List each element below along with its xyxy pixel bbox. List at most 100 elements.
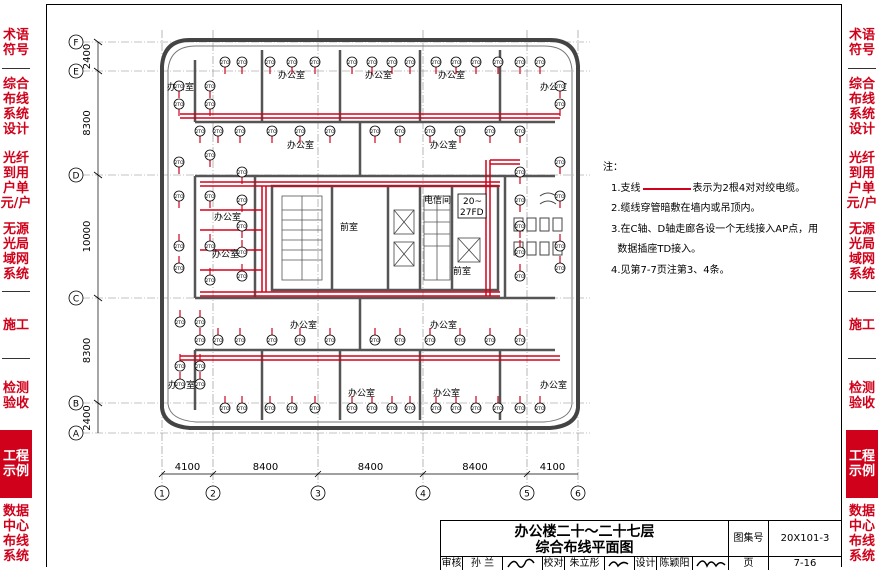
svg-text:2TO: 2TO xyxy=(175,364,185,370)
outlet-2to-symbol: 2TO xyxy=(514,396,526,414)
svg-text:2TO: 2TO xyxy=(205,278,215,284)
outlet-2to-symbol: 2TO xyxy=(554,234,566,252)
outlet-2to-symbol: 2TO xyxy=(194,372,206,390)
col-dimension: 4100 xyxy=(175,462,200,473)
outlet-symbols: 2TO 2TO 2TO 2TO 2TO 2TO 2TO 2TO 2TO 2TO 2TO 2TO 2TO 2… xyxy=(173,56,566,414)
outlet-2to-symbol: 2TO xyxy=(194,125,206,143)
svg-text:2TO: 2TO xyxy=(405,60,415,66)
outlet-2to-symbol: 2TO xyxy=(236,264,248,282)
telecom-id-box xyxy=(457,193,487,219)
axis-col-1: 1 xyxy=(154,485,170,501)
office-label: 办公室 xyxy=(540,379,567,391)
sidebar-item-examples[interactable]: 工程 示例 xyxy=(0,430,32,498)
outlet-2to-symbol: 2TO xyxy=(212,125,224,143)
title-block: 办公楼二十～二十七层 综合布线平面图 图集号 20X101-3 页 7-16 审… xyxy=(440,520,841,570)
svg-text:5: 5 xyxy=(524,490,530,500)
sidebar-item-terms[interactable]: 术语 符号 xyxy=(2,28,29,58)
svg-text:2TO: 2TO xyxy=(471,406,481,412)
axis-row-F: F xyxy=(68,34,84,50)
outlet-2to-symbol: 2TO xyxy=(264,396,276,414)
svg-text:2TO: 2TO xyxy=(515,198,525,204)
outlet-2to-symbol: 2TO xyxy=(554,156,566,174)
outlet-2to-symbol: 2TO xyxy=(173,80,185,98)
svg-text:2TO: 2TO xyxy=(237,60,247,66)
sidebar-item-terms[interactable]: 术语 符号 xyxy=(848,28,875,58)
outlet-2to-symbol: 2TO xyxy=(394,125,406,143)
svg-text:2TO: 2TO xyxy=(425,129,435,135)
sidebar-item-fiber-to-user[interactable]: 光纤 到用 户单 元/户 xyxy=(0,151,32,211)
svg-text:2TO: 2TO xyxy=(555,194,565,200)
axis-row-E: E xyxy=(68,63,84,79)
svg-text:A: A xyxy=(73,430,80,440)
sidebar-item-fiber-to-user[interactable]: 光纤 到用 户单 元/户 xyxy=(846,151,878,211)
svg-text:2TO: 2TO xyxy=(295,129,305,135)
outlet-2to-symbol: 2TO xyxy=(470,396,482,414)
row-dimension: 2400 xyxy=(82,44,93,69)
outlet-2to-symbol: 2TO xyxy=(484,125,496,143)
svg-text:2TO: 2TO xyxy=(195,320,205,326)
outlet-2to-symbol: 2TO xyxy=(286,56,298,74)
office-label: 办公室 xyxy=(438,69,465,81)
outlet-2to-symbol: 2TO xyxy=(450,56,462,74)
sidebar-item-datacenter[interactable]: 数据 中心 布线 系统 xyxy=(2,504,29,564)
sidebar-item-datacenter[interactable]: 数据 中心 布线 系统 xyxy=(848,504,875,564)
sidebar-item-construction[interactable]: 施工 xyxy=(2,317,29,333)
svg-text:3: 3 xyxy=(315,490,321,500)
drawing-title: 办公楼二十～二十七层 综合布线平面图 xyxy=(441,521,729,557)
axis-row-B: B xyxy=(68,395,84,411)
svg-text:2TO: 2TO xyxy=(515,338,525,344)
axis-col-4: 4 xyxy=(415,485,431,501)
sidebar-item-examples[interactable]: 工程 示例 xyxy=(846,430,878,498)
svg-text:2TO: 2TO xyxy=(535,406,545,412)
atlas-label: 图集号 xyxy=(729,521,769,557)
outlet-2to-symbol: 2TO xyxy=(309,396,321,414)
outlet-2to-symbol: 2TO xyxy=(236,220,248,238)
svg-text:2TO: 2TO xyxy=(555,102,565,108)
designer-name: 陈颖阳 xyxy=(657,557,693,570)
svg-text:2TO: 2TO xyxy=(387,406,397,412)
stair-right xyxy=(423,195,451,281)
outlet-2to-symbol: 2TO xyxy=(204,190,216,208)
reviewer-signature xyxy=(503,557,543,570)
svg-text:D: D xyxy=(73,172,80,182)
sidebar-item-cabling-design[interactable]: 综合 布线 系统 设计 xyxy=(2,77,29,137)
page-label: 页 xyxy=(729,557,769,570)
sidebar-item-pol[interactable]: 无源 光局 域网 系统 xyxy=(848,222,875,282)
svg-text:2TO: 2TO xyxy=(235,338,245,344)
note-item-1: 1.支线 表示为2根4对对绞电缆。 xyxy=(603,179,818,200)
outlet-2to-symbol: 2TO xyxy=(236,166,248,184)
svg-text:2TO: 2TO xyxy=(237,224,247,230)
outlet-2to-symbol: 2TO xyxy=(264,56,276,74)
outlet-2to-symbol: 2TO xyxy=(450,396,462,414)
review-label: 审核 xyxy=(441,557,463,570)
drawing-notes: 注： 1.支线 表示为2根4对对绞电缆。 2.缆线穿管暗敷在墙内或吊顶内。 3.… xyxy=(603,158,818,281)
svg-text:2TO: 2TO xyxy=(325,129,335,135)
outlet-2to-symbol: 2TO xyxy=(236,56,248,74)
outlet-2to-symbol: 2TO xyxy=(454,328,466,346)
office-label: 办公室 xyxy=(430,139,457,151)
outlet-2to-symbol: 2TO xyxy=(514,166,526,184)
svg-text:2TO: 2TO xyxy=(174,244,184,250)
outlet-2to-symbol: 2TO xyxy=(346,396,358,414)
outlet-2to-symbol: 2TO xyxy=(346,56,358,74)
sidebar-divider xyxy=(848,291,876,292)
telecom-room-label: 电信间 xyxy=(424,194,451,206)
svg-text:2TO: 2TO xyxy=(267,338,277,344)
sidebar-divider xyxy=(2,358,30,359)
sidebar-item-construction[interactable]: 施工 xyxy=(848,317,875,333)
cable-legend-line xyxy=(642,188,691,190)
outlet-2to-symbol: 2TO xyxy=(286,396,298,414)
svg-text:2TO: 2TO xyxy=(195,364,205,370)
svg-text:2TO: 2TO xyxy=(451,406,461,412)
outlet-2to-symbol: 2TO xyxy=(554,80,566,98)
svg-text:2TO: 2TO xyxy=(205,84,215,90)
lobby-label: 前室 xyxy=(340,221,358,233)
sidebar-item-pol[interactable]: 无源 光局 域网 系统 xyxy=(2,222,29,282)
outlet-2to-symbol: 2TO xyxy=(212,328,224,346)
sidebar-item-cabling-design[interactable]: 综合 布线 系统 设计 xyxy=(848,77,875,137)
sidebar-item-inspection[interactable]: 检测 验收 xyxy=(848,381,875,411)
svg-text:6: 6 xyxy=(575,490,581,500)
office-label: 办公室 xyxy=(430,319,457,331)
sidebar-item-inspection[interactable]: 检测 验收 xyxy=(2,381,29,411)
reviewer-name: 孙 兰 xyxy=(463,557,503,570)
